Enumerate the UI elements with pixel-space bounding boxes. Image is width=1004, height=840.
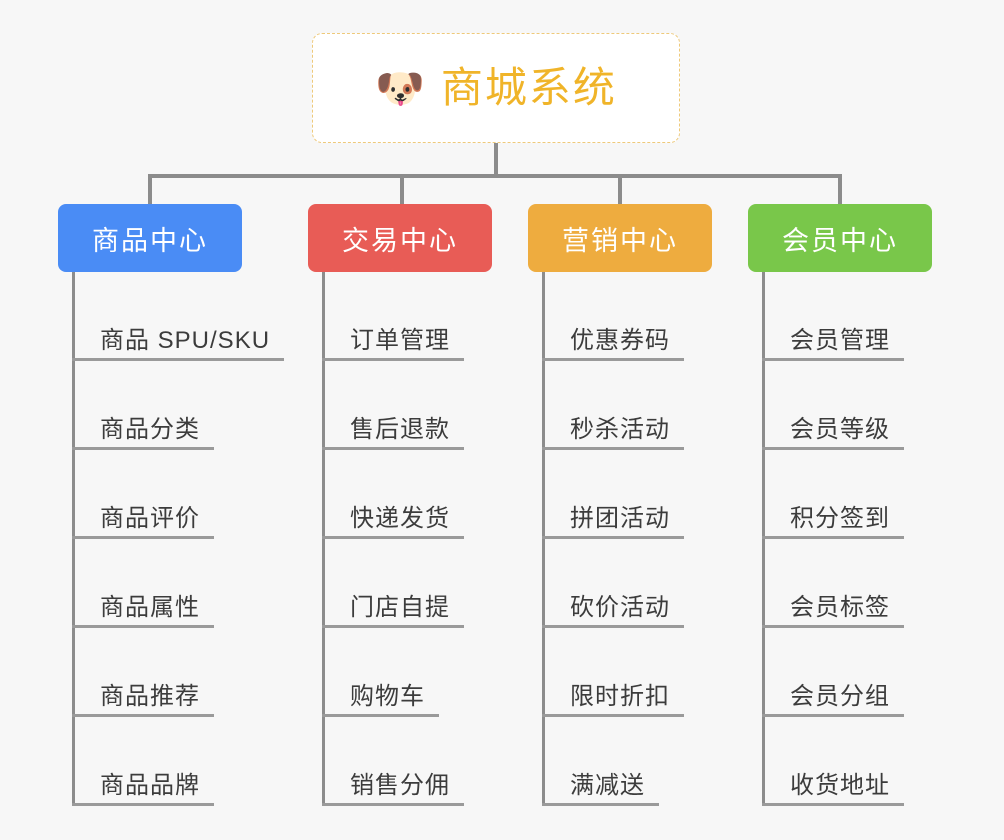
shiba-dog-face-icon: 🐶: [375, 67, 425, 111]
leaf-item-label: 商品分类: [100, 416, 200, 443]
leaf-item-label: 会员分组: [790, 683, 890, 710]
leaf-item-underline: [322, 536, 464, 539]
leaf-item[interactable]: 会员等级: [762, 361, 904, 450]
leaf-item-label: 拼团活动: [570, 505, 670, 532]
leaf-item-underline: [322, 358, 464, 361]
leaf-item-underline: [322, 447, 464, 450]
root-stem-connector: [494, 143, 498, 176]
leaf-item-underline: [72, 625, 214, 628]
branch-header-member-center[interactable]: 会员中心: [748, 204, 932, 272]
leaf-item-label: 商品 SPU/SKU: [100, 327, 271, 354]
leaf-item-underline: [762, 358, 904, 361]
leaf-item-underline: [542, 536, 684, 539]
leaf-item[interactable]: 订单管理: [322, 272, 464, 361]
leaf-item-underline: [322, 625, 464, 628]
leaf-item-label: 售后退款: [350, 416, 450, 443]
leaf-item[interactable]: 商品属性: [72, 539, 214, 628]
leaf-item[interactable]: 积分签到: [762, 450, 904, 539]
leaf-item-label: 销售分佣: [350, 772, 450, 799]
leaf-item[interactable]: 销售分佣: [322, 717, 464, 806]
leaf-item[interactable]: 砍价活动: [542, 539, 684, 628]
leaf-item-label: 购物车: [350, 683, 425, 710]
leaf-item-underline: [762, 536, 904, 539]
leaf-item[interactable]: 拼团活动: [542, 450, 684, 539]
branch-trunk-member-center: [762, 272, 765, 806]
branch-trunk-product-center: [72, 272, 75, 806]
leaf-item-underline: [542, 625, 684, 628]
leaf-item[interactable]: 会员分组: [762, 628, 904, 717]
leaf-item-underline: [322, 714, 439, 717]
branch-drop-connector-2: [400, 174, 404, 206]
leaf-item-underline: [72, 447, 214, 450]
leaf-item-label: 秒杀活动: [570, 416, 670, 443]
leaf-item-underline: [762, 447, 904, 450]
leaf-item[interactable]: 会员管理: [762, 272, 904, 361]
leaf-item-label: 优惠券码: [570, 327, 670, 354]
leaf-item-label: 商品推荐: [100, 683, 200, 710]
leaf-item-label: 门店自提: [350, 594, 450, 621]
leaf-item-label: 会员标签: [790, 594, 890, 621]
branch-header-marketing-center[interactable]: 营销中心: [528, 204, 712, 272]
leaf-item-underline: [542, 358, 684, 361]
leaf-item-underline: [762, 625, 904, 628]
branch-trunk-marketing-center: [542, 272, 545, 806]
branch-drop-connector-4: [838, 174, 842, 206]
leaf-item[interactable]: 限时折扣: [542, 628, 684, 717]
leaf-item-underline: [72, 803, 214, 806]
leaf-item-underline: [762, 803, 904, 806]
leaf-item[interactable]: 满减送: [542, 717, 659, 806]
leaf-item-label: 满减送: [570, 772, 645, 799]
leaf-item-label: 限时折扣: [570, 683, 670, 710]
leaf-item-underline: [762, 714, 904, 717]
leaf-item-label: 收货地址: [790, 772, 890, 799]
leaf-item[interactable]: 购物车: [322, 628, 439, 717]
leaf-item-label: 订单管理: [350, 327, 450, 354]
leaf-item-underline: [72, 536, 214, 539]
leaf-item-underline: [72, 358, 284, 361]
leaf-item-label: 积分签到: [790, 505, 890, 532]
branch-header-trade-center[interactable]: 交易中心: [308, 204, 492, 272]
leaf-item-label: 快递发货: [350, 505, 450, 532]
leaf-item[interactable]: 商品 SPU/SKU: [72, 272, 284, 361]
leaf-item-underline: [542, 803, 659, 806]
leaf-item[interactable]: 门店自提: [322, 539, 464, 628]
leaf-item[interactable]: 秒杀活动: [542, 361, 684, 450]
root-node[interactable]: 🐶 商城系统: [312, 33, 680, 143]
branch-drop-connector-1: [148, 174, 152, 206]
leaf-item[interactable]: 商品评价: [72, 450, 214, 539]
leaf-item-underline: [542, 714, 684, 717]
root-title: 商城系统: [440, 64, 617, 111]
branch-trunk-trade-center: [322, 272, 325, 806]
leaf-item-label: 会员等级: [790, 416, 890, 443]
leaf-item-underline: [72, 714, 214, 717]
leaf-item[interactable]: 商品品牌: [72, 717, 214, 806]
leaf-item[interactable]: 商品推荐: [72, 628, 214, 717]
leaf-item[interactable]: 收货地址: [762, 717, 904, 806]
leaf-item-label: 商品属性: [100, 594, 200, 621]
leaf-item-label: 会员管理: [790, 327, 890, 354]
leaf-item-underline: [542, 447, 684, 450]
branch-header-product-center[interactable]: 商品中心: [58, 204, 242, 272]
leaf-item[interactable]: 商品分类: [72, 361, 214, 450]
branch-drop-connector-3: [618, 174, 622, 206]
leaf-item-label: 商品品牌: [100, 772, 200, 799]
horizontal-bus-connector: [148, 174, 842, 178]
leaf-item-label: 商品评价: [100, 505, 200, 532]
leaf-item-label: 砍价活动: [570, 594, 670, 621]
leaf-item[interactable]: 售后退款: [322, 361, 464, 450]
leaf-item[interactable]: 优惠券码: [542, 272, 684, 361]
leaf-item[interactable]: 会员标签: [762, 539, 904, 628]
leaf-item[interactable]: 快递发货: [322, 450, 464, 539]
leaf-item-underline: [322, 803, 464, 806]
